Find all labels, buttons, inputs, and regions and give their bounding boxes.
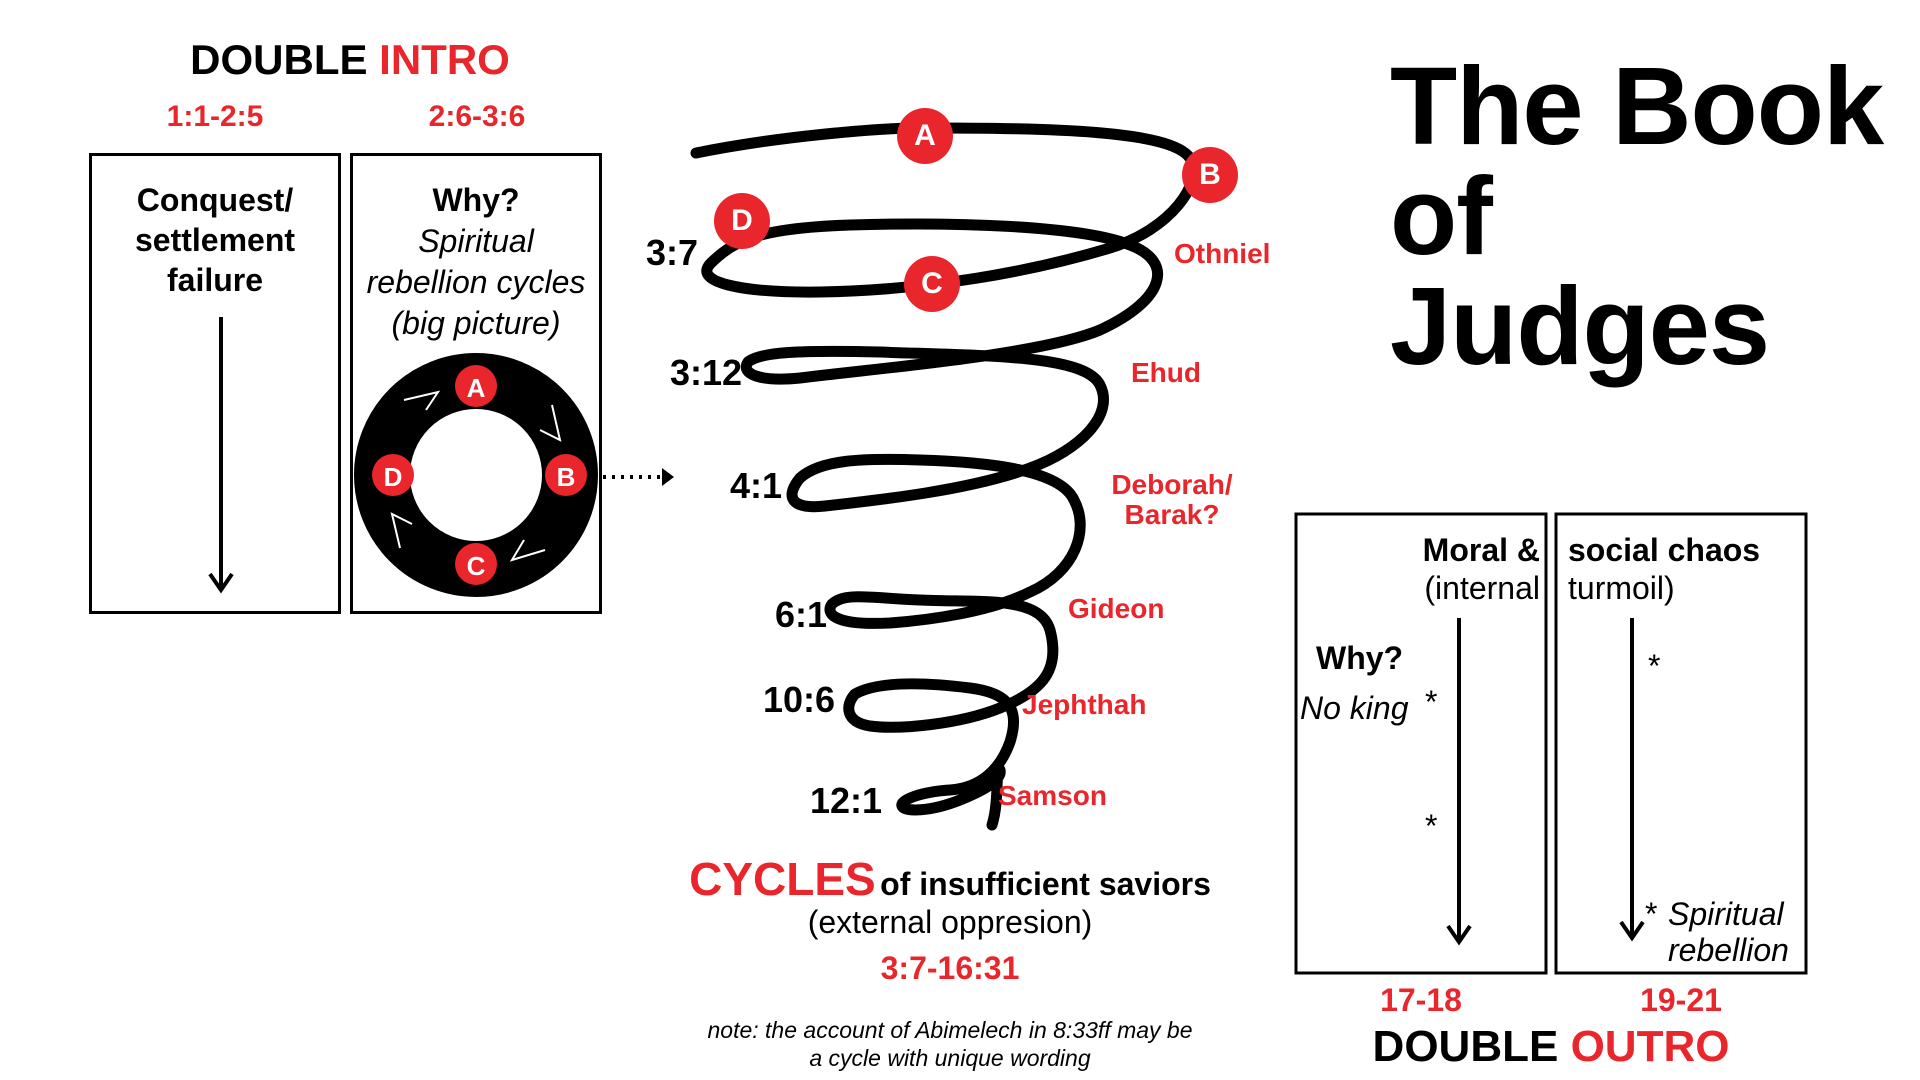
judge-barak: Barak? <box>1124 499 1220 530</box>
intro-box-why <box>350 153 602 614</box>
outro-no-king: No king <box>1300 690 1409 726</box>
outro-social-line-1: social chaos <box>1568 532 1761 568</box>
outro-asterisk-4: * <box>1645 896 1658 932</box>
outro-box-social <box>1554 512 1808 975</box>
spiral-circle-b <box>1182 147 1238 203</box>
outro-ref-2: 19-21 <box>1640 982 1722 1018</box>
intro-heading-intro: INTRO <box>379 36 510 83</box>
outro-spiritual: Spiritual <box>1668 896 1784 932</box>
ref-10-6: 10:6 <box>763 679 836 720</box>
note-line-1: note: the account of Abimelech in 8:33ff… <box>707 1017 1193 1043</box>
outro-box-moral <box>1294 512 1548 975</box>
spiral-label-a: A <box>914 119 936 152</box>
ref-4-1: 4:1 <box>730 465 783 506</box>
conquest-line-1: Conquest/ <box>136 182 294 218</box>
cycle-circle-d <box>372 454 414 496</box>
spiral-label-b: B <box>1199 158 1221 191</box>
conquest-line-3: failure <box>166 262 264 298</box>
outro-arrow-2-head <box>1619 920 1645 942</box>
intro-box-conquest <box>89 153 341 614</box>
intro-heading: DOUBLE INTRO <box>140 36 560 84</box>
cycles-subtitle: (external oppresion) <box>807 904 1093 940</box>
ref-3-7: 3:7 <box>646 232 699 273</box>
cycle-circle-a <box>455 365 497 407</box>
judge-ehud: Ehud <box>1131 357 1201 388</box>
judge-deborah: Deborah/ <box>1111 469 1233 500</box>
outro-asterisk-1: * <box>1425 684 1438 720</box>
outro-heading-outro: OUTRO <box>1570 1022 1730 1071</box>
cycles-note: note: the account of Abimelech in 8:33ff… <box>620 1016 1280 1072</box>
outro-ref-1: 17-18 <box>1380 982 1462 1018</box>
cycle-label-c: C <box>466 551 486 581</box>
cycle-label-d: D <box>383 462 403 492</box>
outro-rebellion: rebellion <box>1668 932 1789 968</box>
outro-heading-double: DOUBLE <box>1372 1022 1559 1071</box>
title-line-2: of Judges <box>1390 155 1770 388</box>
intro-heading-double: DOUBLE <box>190 36 368 83</box>
outro-heading: DOUBLE OUTRO <box>1296 1022 1806 1072</box>
intro-box-conquest-text: Conquest/ settlement failure <box>92 180 338 300</box>
outro-moral-line-2: (internal <box>1424 570 1540 606</box>
dotted-arrow-head <box>662 468 674 486</box>
conquest-arrow-head <box>208 572 234 594</box>
judge-deborah-barak: Deborah/ Barak? <box>1092 470 1252 530</box>
cycle-label-b: B <box>556 462 576 492</box>
outro-moral-line-1: Moral & <box>1422 532 1540 568</box>
intro-ref-1: 1:1-2:5 <box>166 100 264 133</box>
spiral-circle-d <box>714 193 770 249</box>
cycles-heading: CYCLES of insufficient saviors <box>640 852 1260 906</box>
outro-asterisk-2: * <box>1425 808 1438 844</box>
outro-social-line-2: turmoil) <box>1568 570 1675 606</box>
why-line-3: (big picture) <box>391 305 561 341</box>
cycle-circle-b <box>545 454 587 496</box>
outro-arrow-1-head <box>1446 924 1472 946</box>
page-title: The Book of Judges <box>1390 52 1890 382</box>
outro-asterisk-3: * <box>1648 648 1661 684</box>
why-line-1: Spiritual <box>418 223 534 259</box>
cycles-word: CYCLES <box>689 853 876 905</box>
note-line-2: a cycle with unique wording <box>809 1045 1091 1071</box>
spiral-label-c: C <box>921 267 943 300</box>
outro-why: Why? <box>1316 640 1404 676</box>
title-line-1: The Book <box>1390 45 1884 168</box>
cycle-label-a: A <box>466 373 486 403</box>
ref-6-1: 6:1 <box>775 594 828 635</box>
conquest-line-2: settlement <box>134 222 296 258</box>
cycles-rest: of insufficient saviors <box>880 866 1211 902</box>
judge-gideon: Gideon <box>1068 593 1165 624</box>
intro-ref-2: 2:6-3:6 <box>428 100 526 133</box>
intro-box-why-text: Why? Spiritual rebellion cycles (big pic… <box>353 180 599 344</box>
spiral-circle-c <box>904 256 960 312</box>
judge-samson: Samson <box>998 780 1107 811</box>
judge-jephthah: Jephthah <box>1022 689 1147 720</box>
judge-othniel: Othniel <box>1174 238 1271 269</box>
cycle-circle-c <box>455 543 497 585</box>
ref-12-1: 12:1 <box>810 780 883 821</box>
ref-3-12: 3:12 <box>670 352 743 393</box>
why-heading: Why? <box>432 182 520 218</box>
spiral-label-d: D <box>731 204 753 237</box>
why-line-2: rebellion cycles <box>366 264 586 300</box>
spiral-circle-a <box>897 108 953 164</box>
spiral-path <box>690 122 1199 831</box>
cycles-ref: 3:7-16:31 <box>880 950 1020 986</box>
